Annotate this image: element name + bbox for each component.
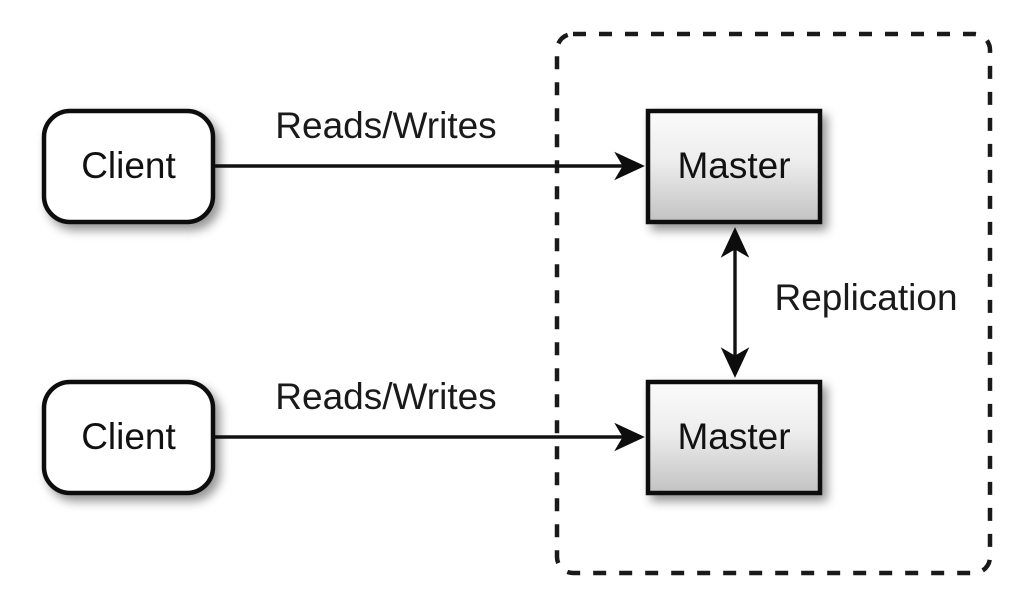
edge-reads-writes-bottom: Reads/Writes xyxy=(213,376,645,452)
node-label-master-bottom: Master xyxy=(677,416,790,457)
replication-cluster-boundary xyxy=(554,31,993,576)
edge-label-reads-writes-top: Reads/Writes xyxy=(275,105,496,146)
node-master-top[interactable]: Master xyxy=(645,108,823,225)
node-master-bottom[interactable]: Master xyxy=(645,379,823,496)
edge-label-replication: Replication xyxy=(774,277,957,318)
node-shape-client-bottom xyxy=(41,379,216,496)
edge-reads-writes-top: Reads/Writes xyxy=(213,105,645,181)
node-shape-master-top xyxy=(645,108,823,225)
node-label-client-bottom: Client xyxy=(81,416,176,457)
edge-replication: Replication xyxy=(720,227,958,378)
node-label-master-top: Master xyxy=(677,145,790,186)
node-shape-master-bottom xyxy=(645,379,823,496)
edge-label-reads-writes-bottom: Reads/Writes xyxy=(275,376,496,417)
node-client-bottom[interactable]: Client xyxy=(41,379,216,496)
node-shape-client-top xyxy=(41,108,216,225)
node-label-client-top: Client xyxy=(81,145,176,186)
node-client-top[interactable]: Client xyxy=(41,108,216,225)
